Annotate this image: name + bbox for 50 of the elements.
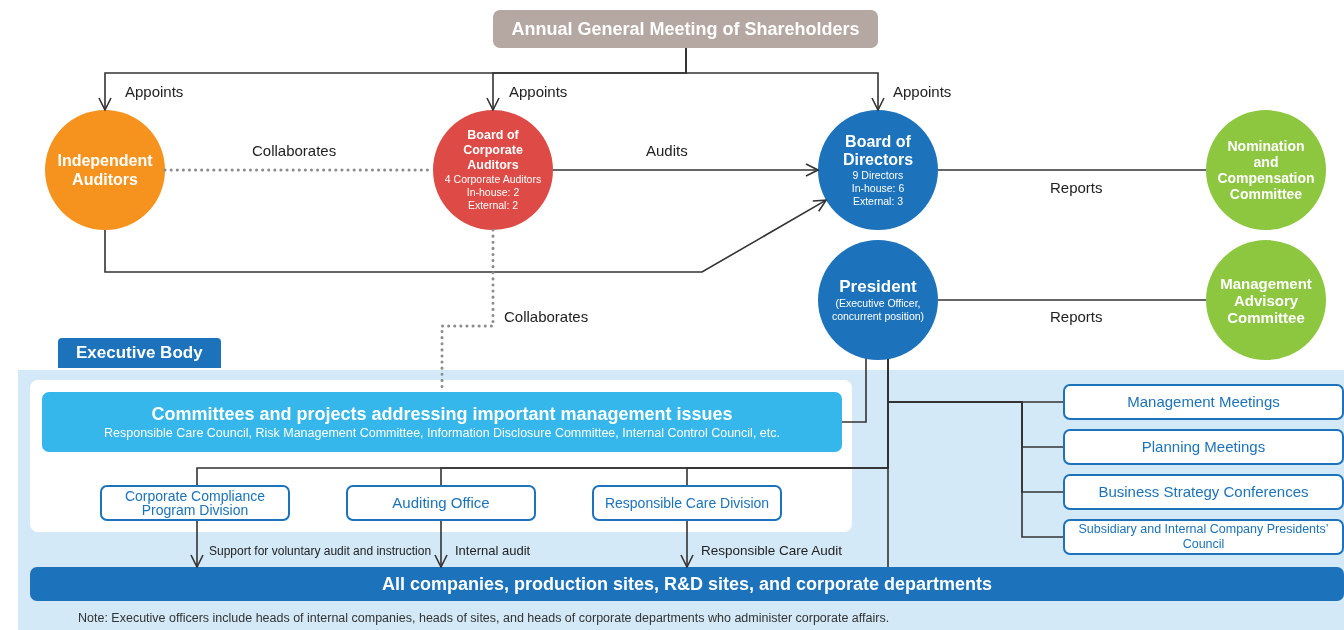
node-title: Corporate Compliance Program Division: [123, 489, 267, 517]
node-detail: (Executive Officer, concurrent position): [830, 297, 926, 323]
node-title: Nomination and Compensation Committee: [1216, 138, 1316, 202]
division-box: [592, 485, 782, 521]
note-text: Note: Executive officers include heads of internal companies, heads of sites, and heads of corporate departments who administer corporate affairs.: [78, 611, 890, 625]
node-detail: 4 Corporate Auditors: [444, 173, 542, 186]
arrow: [104, 199, 827, 273]
node-title: Independent Auditors: [56, 151, 154, 189]
meeting-box: [1063, 429, 1344, 465]
node-detail: External: 2: [467, 199, 519, 212]
node-title: All companies, production sites, R&D sites, and corporate departments: [381, 573, 993, 595]
node-detail: Responsible Care Council, Risk Management Committee, Information Disclosure Committee, Internal Control Council, etc.: [104, 425, 780, 441]
node-title: Management Meetings: [1127, 393, 1280, 411]
connector-line: [937, 299, 1207, 301]
committee-box: [42, 392, 842, 452]
node-title: Board of Corporate Auditors: [462, 128, 524, 173]
companies-bar: [30, 567, 1344, 601]
section-tab: Executive Body: [58, 338, 221, 368]
office-box: [346, 485, 536, 521]
arrow: [190, 520, 204, 568]
arrow: [685, 47, 885, 111]
meeting-box: [493, 10, 878, 48]
node-title: Committees and projects addressing important management issues: [151, 403, 733, 425]
node-title: Responsible Care Division: [604, 494, 770, 512]
meeting-box: [1063, 384, 1344, 420]
node-detail: 9 Directors: [852, 168, 904, 182]
conference-box: [1063, 474, 1344, 510]
edge-label: Appoints: [891, 83, 954, 101]
node-title: Annual General Meeting of Shareholders: [511, 18, 860, 40]
node-title: Board of Directors: [841, 132, 915, 169]
council-box: [1063, 519, 1344, 555]
division-box: [100, 485, 290, 521]
section-panel: [18, 338, 1344, 630]
arrow: [552, 163, 819, 177]
edge-label: Appoints: [123, 83, 186, 101]
node-title: Auditing Office: [392, 494, 490, 512]
node-title: Business Strategy Conferences: [1098, 483, 1309, 501]
edge-label: Appoints: [507, 83, 570, 101]
node-title: Planning Meetings: [1141, 438, 1266, 456]
node-title: President: [839, 277, 917, 297]
node-detail: In-house: 6: [851, 181, 905, 195]
node-detail: External: 3: [852, 194, 904, 208]
node-detail: In-house: 2: [466, 186, 520, 199]
node-title: Subsidiary and Internal Company Presidents’ Council: [1077, 522, 1330, 552]
node-title: Management Advisory Committee: [1219, 274, 1313, 326]
connector-line: [937, 169, 1207, 171]
connector-line: [887, 358, 889, 568]
arrow: [680, 520, 694, 568]
connector-line: [841, 358, 867, 423]
arrow: [434, 520, 448, 568]
